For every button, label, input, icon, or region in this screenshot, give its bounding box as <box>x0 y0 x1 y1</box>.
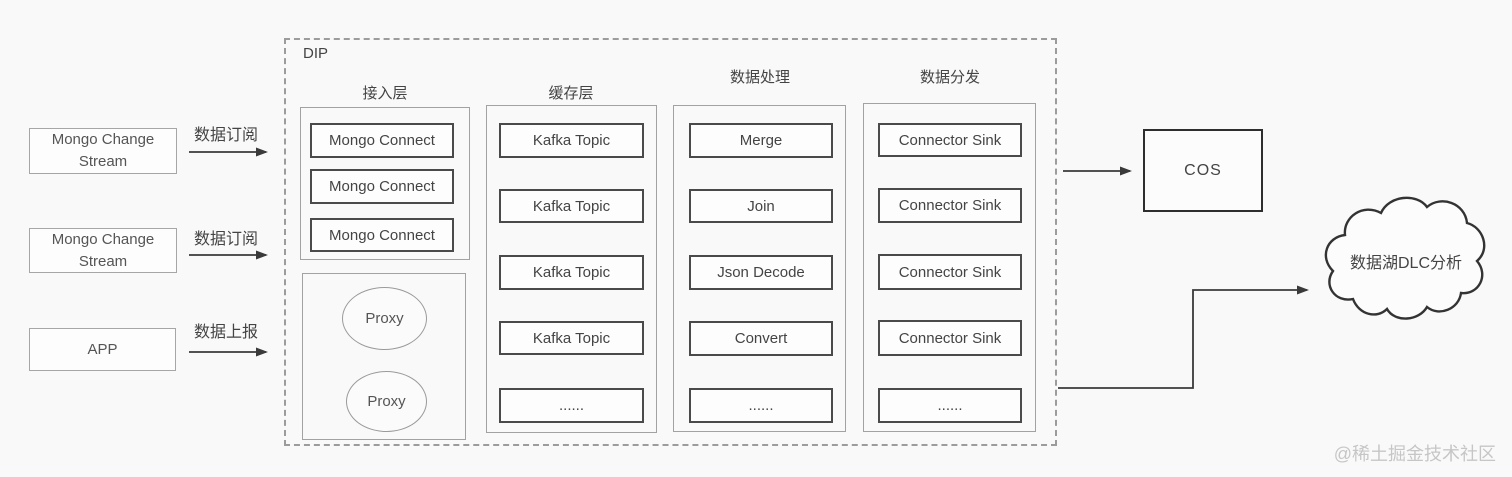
cache-layer-group <box>486 105 657 433</box>
node-kafka-topic-2: Kafka Topic <box>499 189 644 223</box>
node-kafka-topic-more: ...... <box>499 388 644 423</box>
node-mongo-connect-1: Mongo Connect <box>310 123 454 158</box>
dlc-cloud-label: 数据湖DLC分析 <box>1349 255 1462 272</box>
source-label: APP <box>87 340 118 358</box>
node-join: Join <box>689 189 833 223</box>
node-connector-sink-4: Connector Sink <box>878 320 1022 356</box>
column-header-access-layer: 接入层 <box>362 85 408 102</box>
node-processing-more: ...... <box>689 388 833 423</box>
source-label: Mongo Change Stream <box>51 230 155 270</box>
source-box-app: APP <box>29 328 176 371</box>
column-header-data-distribution: 数据分发 <box>919 69 980 86</box>
node-connector-sink-3: Connector Sink <box>878 254 1022 290</box>
watermark-text: @稀土掘金技术社区 <box>1333 444 1496 464</box>
dip-dashed-container <box>284 38 1057 446</box>
node-kafka-topic-4: Kafka Topic <box>499 321 644 355</box>
node-mongo-connect-2: Mongo Connect <box>310 169 454 204</box>
cos-box: COS <box>1143 129 1263 212</box>
node-connector-sink-2: Connector Sink <box>878 188 1022 223</box>
data-processing-group <box>673 105 846 432</box>
dip-title: DIP <box>303 45 329 62</box>
source-label: Mongo Change Stream <box>51 131 155 170</box>
arrow-dip-to-dlc-elbow <box>1058 285 1309 389</box>
node-distribution-more: ...... <box>878 388 1022 423</box>
node-mongo-connect-3: Mongo Connect <box>310 218 454 252</box>
node-convert: Convert <box>689 321 833 356</box>
access-layer-connect-group <box>300 107 470 260</box>
column-header-data-processing: 数据处理 <box>729 69 790 86</box>
node-proxy-1: Proxy <box>342 287 427 350</box>
node-connector-sink-1: Connector Sink <box>878 123 1022 157</box>
column-header-cache-layer: 缓存层 <box>548 85 594 102</box>
node-json-decode: Json Decode <box>689 255 833 290</box>
node-kafka-topic-3: Kafka Topic <box>499 255 644 290</box>
arrow-label-data-report: 数据上报 <box>193 324 258 341</box>
node-merge: Merge <box>689 123 833 158</box>
arrow-label-data-subscribe-2: 数据订阅 <box>193 231 258 248</box>
source-box-mongo-change-stream-2: Mongo Change Stream <box>29 228 177 273</box>
node-proxy-2: Proxy <box>346 371 427 432</box>
source-box-mongo-change-stream-1: Mongo Change Stream <box>29 128 177 174</box>
arrow-label-data-subscribe-1: 数据订阅 <box>193 127 258 144</box>
node-kafka-topic-1: Kafka Topic <box>499 123 644 158</box>
data-distribution-group <box>863 103 1036 432</box>
access-layer-proxy-group <box>302 273 466 440</box>
